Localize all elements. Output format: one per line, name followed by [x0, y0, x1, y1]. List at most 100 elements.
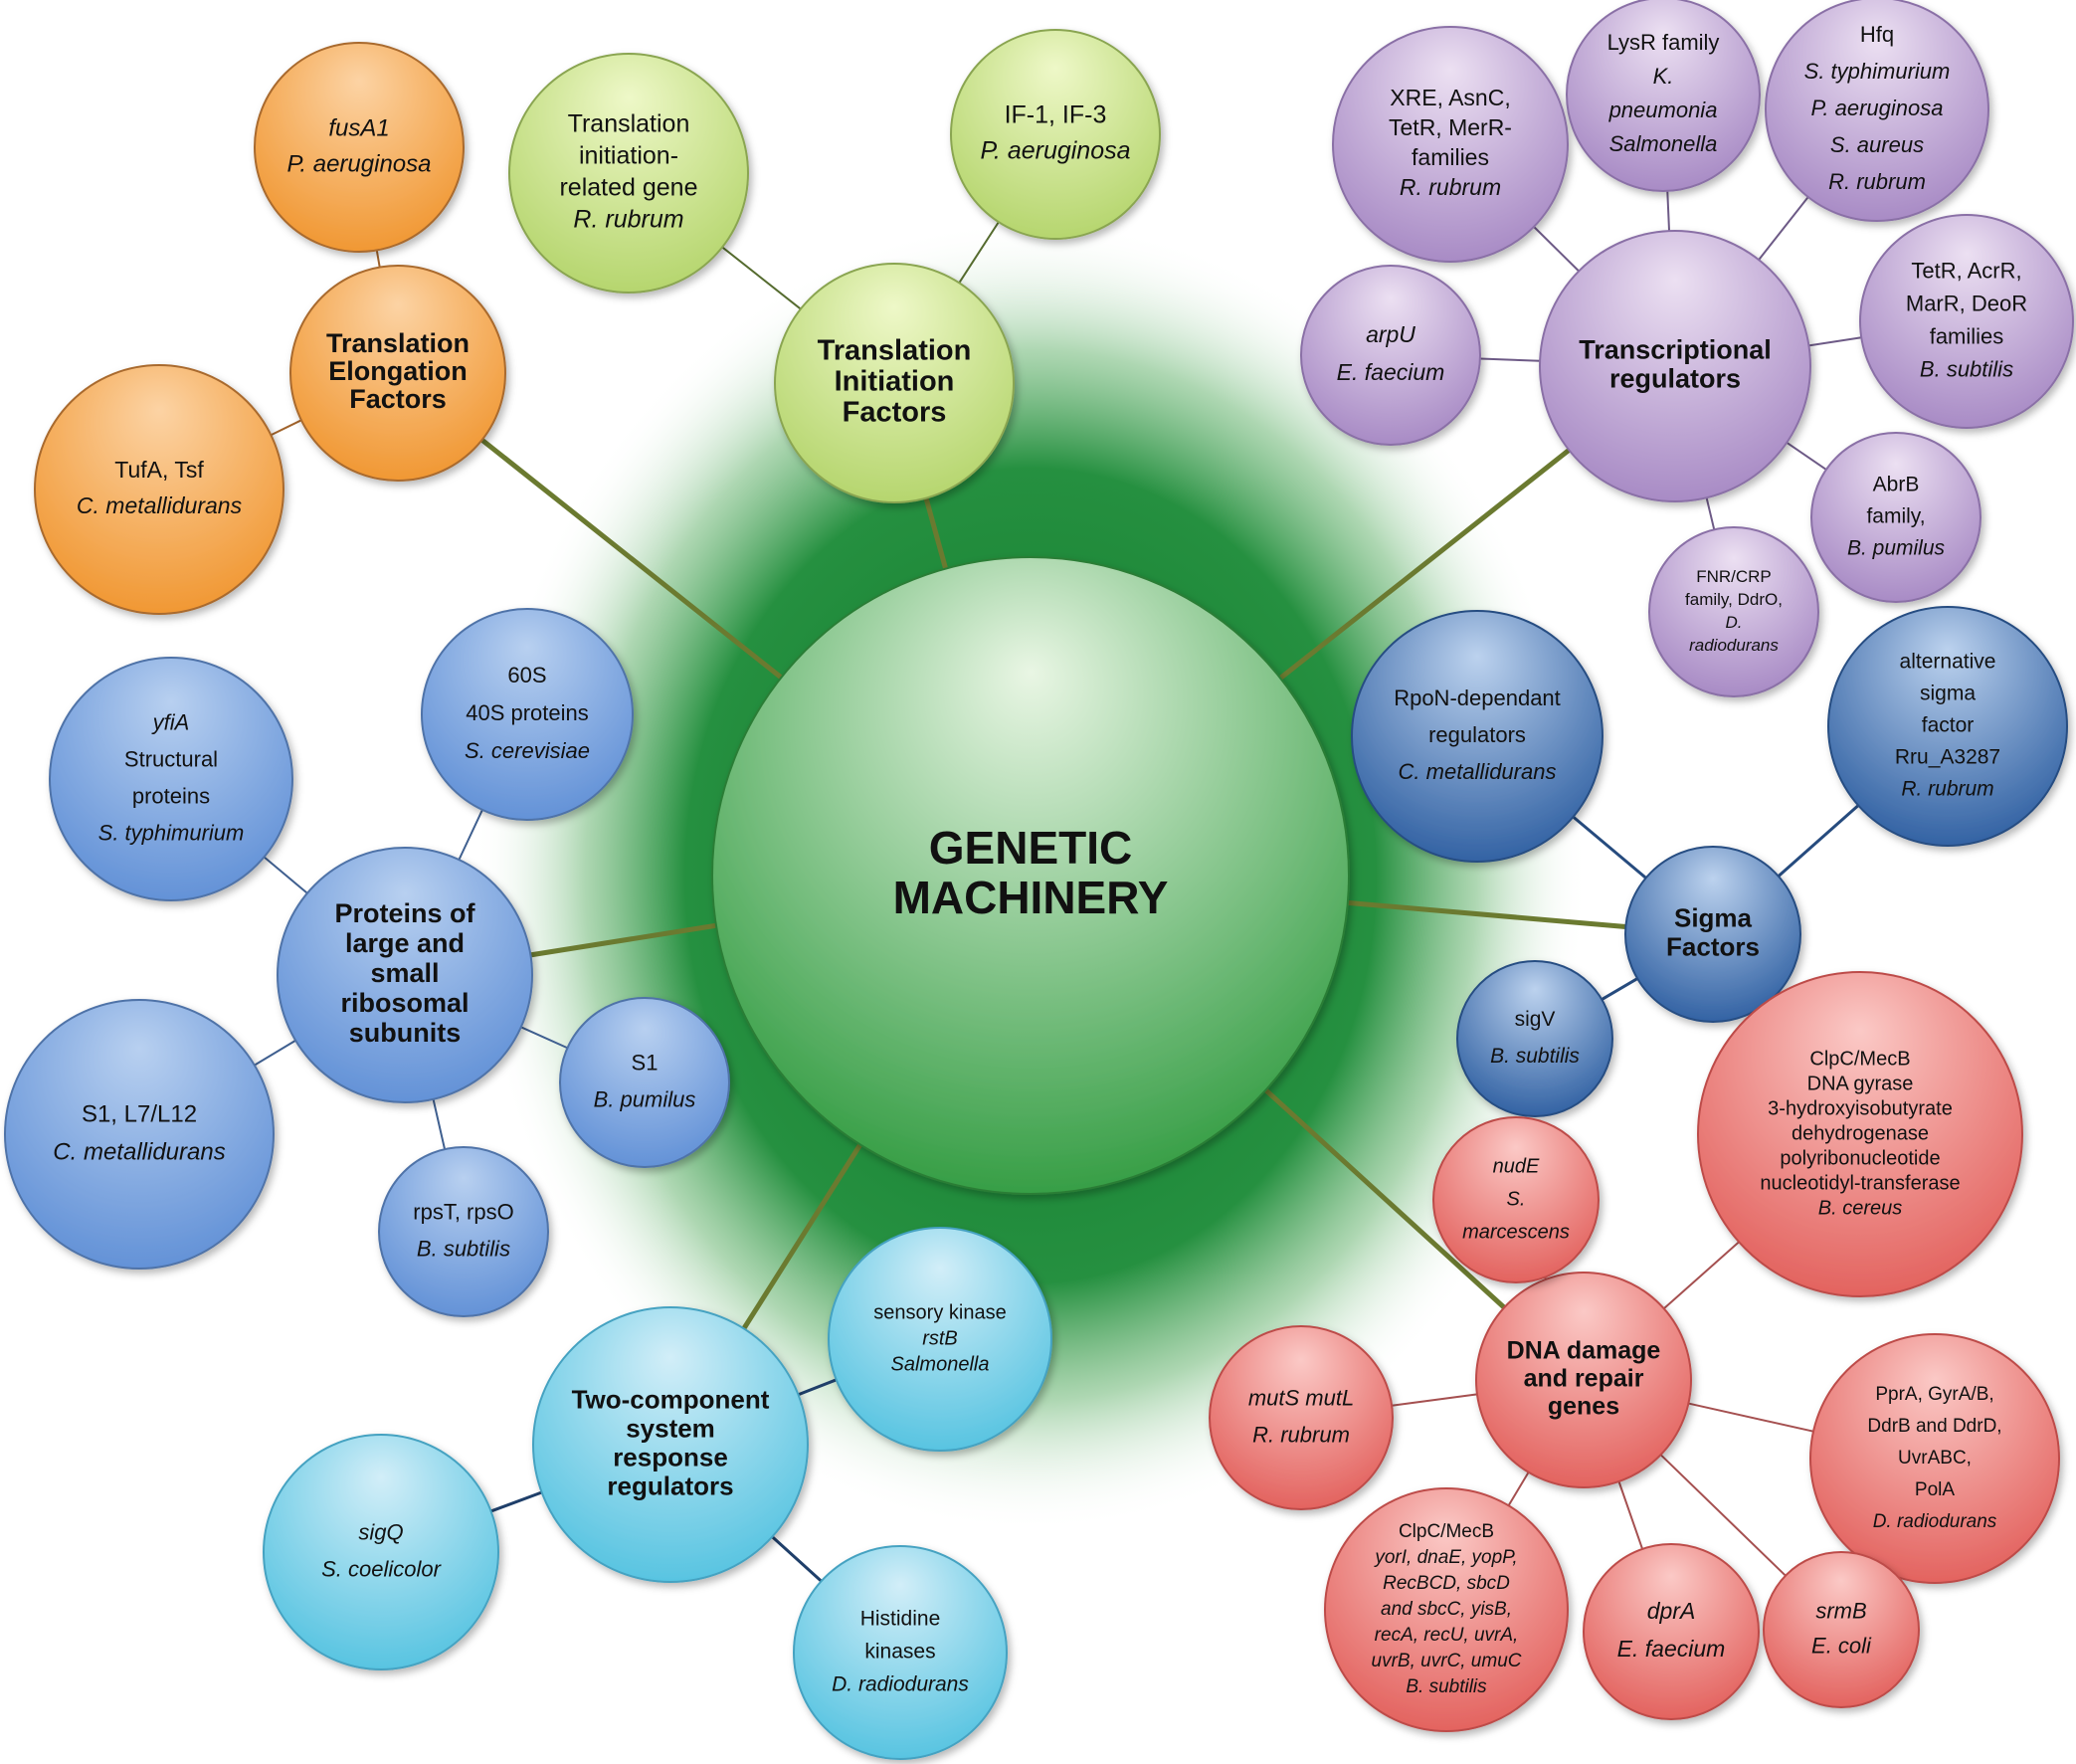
leaf-rpon-label-line: RpoN-dependant: [1394, 686, 1561, 710]
leaf-lysr-label-line: Salmonella: [1609, 131, 1718, 156]
leaf-rpon-label-line: C. metallidurans: [1399, 759, 1557, 784]
center-title-line: MACHINERY: [893, 872, 1169, 923]
leaf-fnr-circle: [1648, 526, 1819, 697]
leaf-xre-label-line: XRE, AsnC,: [1390, 85, 1510, 110]
leaf-hfq-label-line: Hfq: [1860, 22, 1894, 47]
leaf-arpu-label-line: E. faecium: [1337, 359, 1445, 385]
leaf-yfia-label-line: yfiA: [151, 709, 190, 734]
hub-ribo-circle: [277, 847, 533, 1103]
leaf-sigq-label-line: S. coelicolor: [321, 1556, 443, 1581]
leaf-fnr-label-line: family, DdrO,: [1685, 590, 1783, 609]
leaf-yfia-label-line: S. typhimurium: [98, 820, 245, 845]
leaf-tirg-label-line: R. rubrum: [573, 206, 683, 234]
branch-tirg: [721, 246, 802, 310]
leaf-fnr-label-line: radiodurans: [1689, 636, 1779, 655]
leaf-abrb-label-line: B. pumilus: [1847, 537, 1946, 560]
branch-rpon: [1571, 815, 1648, 880]
center-node-circle: [711, 556, 1350, 1195]
hub-ribo-label-line: Proteins of: [334, 898, 475, 928]
center-title-line: GENETIC: [929, 822, 1132, 874]
leaf-hfq-label-line: S. aureus: [1830, 132, 1924, 157]
leaf-sigq-label-line: sigQ: [358, 1519, 403, 1544]
leaf-clpc1-label-line: B. cereus: [1818, 1197, 1902, 1219]
leaf-arpu-label-line: arpU: [1366, 321, 1415, 347]
leaf-hist-label-line: kinases: [864, 1641, 935, 1664]
leaf-fnr-label-line: FNR/CRP: [1696, 567, 1772, 586]
leaf-muts-label-line: R. rubrum: [1252, 1422, 1350, 1447]
leaf-clpc2-label-line: uvrB, uvrC, umuC: [1372, 1651, 1522, 1671]
trunk-connectors: [479, 437, 1628, 1331]
leaf-alts-label-line: factor: [1922, 714, 1975, 737]
trunk-sigma: [1345, 899, 1628, 929]
leaf-fusA1-circle: [254, 42, 465, 253]
branch-yfia: [263, 856, 308, 894]
leaf-srmb-circle: [1763, 1551, 1920, 1708]
hub-elong-label-line: Factors: [349, 384, 447, 414]
leaf-if13-circle: [950, 29, 1161, 240]
leaf-clpc2-circle: [1324, 1487, 1569, 1732]
leaf-clpc2-label-line: recA, recU, uvrA,: [1375, 1625, 1519, 1646]
hub-elong-label-line: Translation: [326, 328, 470, 358]
leaf-hfq-circle: [1765, 0, 1989, 222]
leaf-tetr-label-line: TetR, AcrR,: [1911, 258, 2021, 283]
leaf-fusA1-label-line: P. aeruginosa: [286, 150, 431, 177]
leaf-s1bp-label-line: B. pumilus: [594, 1086, 696, 1111]
branch-connectors: [253, 189, 1863, 1583]
leaf-sigv-label-line: B. subtilis: [1490, 1045, 1580, 1068]
hub-ribo-label-line: large and: [345, 928, 465, 958]
hub-twocomp-label-line: regulators: [607, 1470, 733, 1500]
leaf-xre-label-line: TetR, MerR-: [1389, 114, 1512, 140]
leaf-fnr-label-line: D.: [1726, 613, 1743, 632]
leaf-s1l7-circle: [4, 999, 275, 1270]
leaf-rpst-label-line: B. subtilis: [417, 1236, 510, 1261]
leaf-hist-label-line: D. radiodurans: [832, 1673, 969, 1696]
leaf-s60-label-line: 40S proteins: [466, 700, 589, 725]
leaf-s1l7-label-line: S1, L7/L12: [82, 1100, 197, 1127]
leaf-nude-label-line: S.: [1507, 1188, 1526, 1210]
leaf-clpc2-label-line: RecBCD, sbcD: [1383, 1573, 1510, 1594]
leaf-rstb-circle: [828, 1227, 1052, 1452]
leaf-dpra-label-line: dprA: [1647, 1598, 1696, 1624]
leaf-lysr-circle: [1566, 0, 1761, 192]
hub-init-label-line: Initiation: [835, 366, 955, 398]
leaf-yfia-label-line: Structural: [124, 746, 218, 771]
leaf-hist-label-line: Histidine: [860, 1608, 941, 1631]
hub-init-label-line: Factors: [843, 397, 947, 429]
leaf-alts-label-line: R. rubrum: [1901, 778, 1993, 801]
leaf-yfia-circle: [49, 657, 293, 901]
leaf-ppra: PprA, GyrA/B,DdrB and DdrD,UvrABC,PolAD.…: [1809, 1333, 2060, 1584]
branch-rpst: [432, 1097, 447, 1151]
leaf-ppra-label-line: UvrABC,: [1898, 1448, 1972, 1469]
hub-twocomp-circle: [532, 1306, 809, 1583]
hub-elong-circle: [289, 265, 506, 482]
leaf-lysr-label-line: LysR family: [1607, 30, 1720, 55]
branch-dpra: [1617, 1480, 1644, 1550]
leaf-alts-label-line: sigma: [1920, 683, 1976, 705]
leaf-tufA-label-line: C. metallidurans: [77, 492, 243, 518]
leaf-dpra-label-line: E. faecium: [1617, 1636, 1726, 1662]
leaf-hfq-label-line: P. aeruginosa: [1811, 96, 1944, 120]
leaf-s60-label-line: 60S: [507, 663, 546, 687]
leaf-clpc1-label-line: 3-hydroxyisobutyrate: [1768, 1097, 1953, 1119]
branch-clpc1: [1662, 1241, 1741, 1310]
branch-srmb: [1659, 1454, 1787, 1577]
leaf-tufA-label-line: TufA, Tsf: [114, 457, 204, 483]
branch-fusA1: [375, 249, 381, 269]
leaf-ppra-label-line: PprA, GyrA/B,: [1875, 1384, 1993, 1405]
branch-arpu: [1478, 357, 1542, 362]
branch-s1bp: [519, 1026, 569, 1050]
branch-abrb: [1786, 441, 1827, 471]
leaf-xre-circle: [1332, 26, 1569, 263]
